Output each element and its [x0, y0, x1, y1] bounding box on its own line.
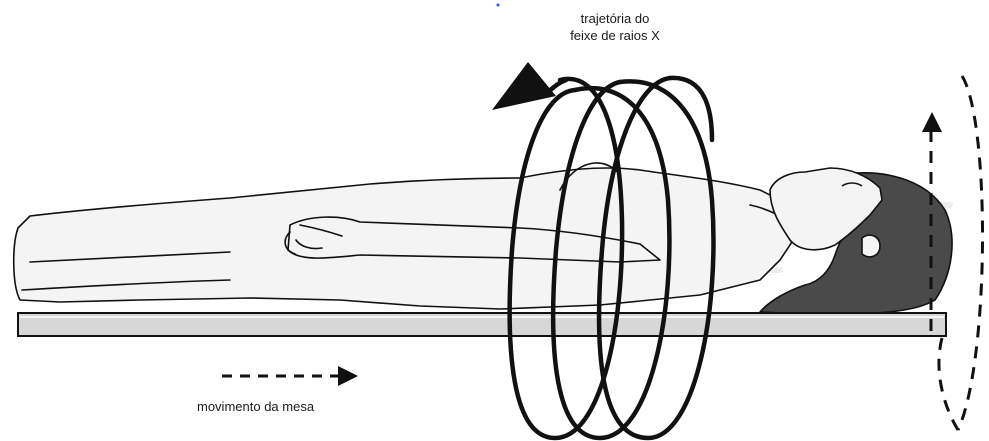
beam-path-label-line2: feixe de raios X — [540, 27, 690, 44]
rotation-ellipse — [958, 76, 983, 430]
beam-path-label: trajetória do feixe de raios X — [540, 10, 690, 44]
stray-dot — [497, 4, 500, 7]
table-movement-arrowhead-icon — [338, 366, 358, 386]
beam-arrow-tail — [548, 80, 566, 92]
ear — [862, 235, 880, 257]
patient-figure — [14, 163, 800, 309]
rotation-arrowhead-icon — [922, 112, 942, 132]
rotation-ellipse-back — [939, 338, 958, 430]
spiral-loop-4 — [670, 78, 712, 140]
table-movement-arrow — [222, 366, 358, 386]
beam-arrowhead-icon — [492, 62, 556, 110]
table-movement-label: movimento da mesa — [197, 398, 314, 415]
patient-table — [18, 313, 946, 336]
beam-path-label-line1: trajetória do — [540, 10, 690, 27]
